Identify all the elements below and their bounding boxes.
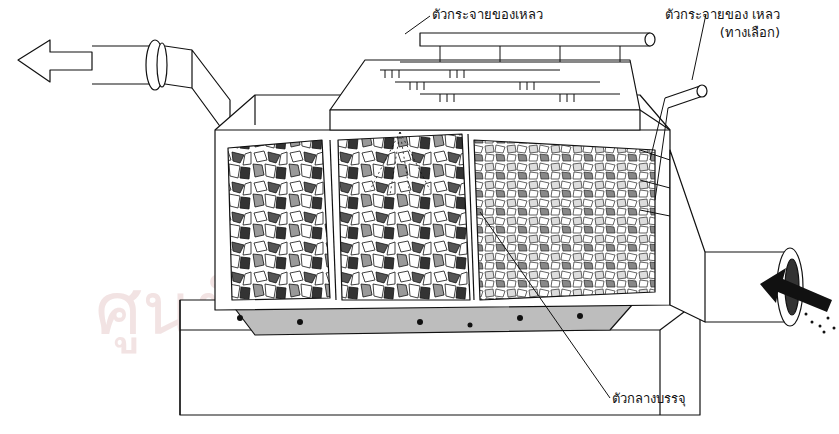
- part-label: ตัวกระจายของ เหลว (ทางเลือก): [655, 6, 780, 42]
- part-label: ตัวกลางบรรจุ: [612, 390, 752, 408]
- part-label: ตัวกระจายของเหลว: [432, 6, 602, 24]
